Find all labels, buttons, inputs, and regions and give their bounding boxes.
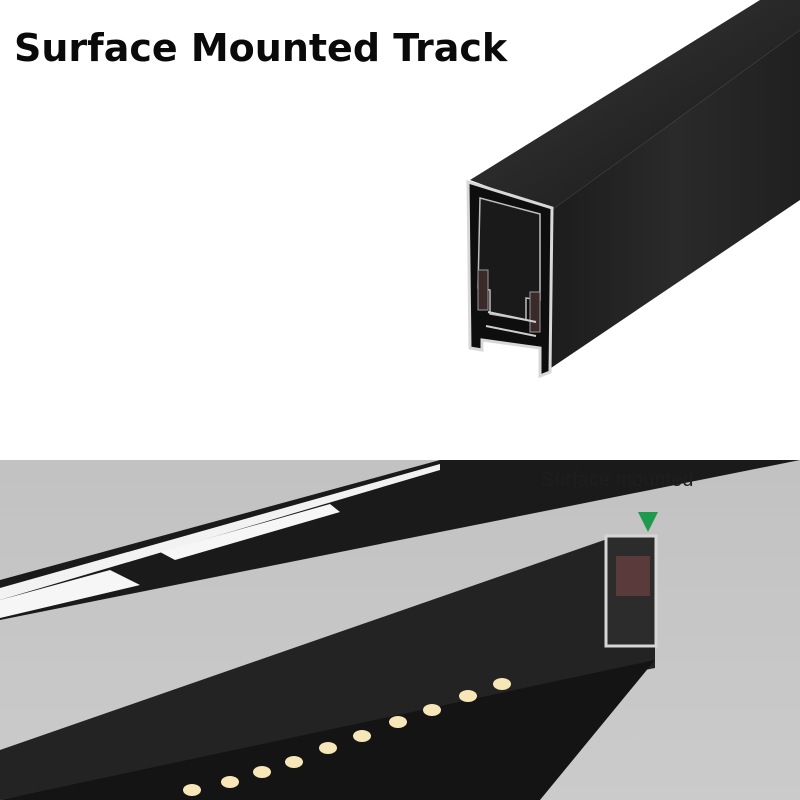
surface-track-illustration [466,0,800,379]
installed-track-photo [0,460,800,800]
installed-track-illustration [0,460,800,800]
page-title: Surface Mounted Track [14,26,508,70]
surface-mounted-label: Surface mounted [541,469,694,491]
track-top-face [470,0,800,210]
track-underside [0,660,655,800]
down-arrow-icon [638,512,658,532]
recessed-light-strip [0,460,800,620]
surface-track-body [0,538,655,800]
led-row [183,678,511,796]
track-side-face [548,30,800,370]
surface-track-photo [466,0,800,379]
